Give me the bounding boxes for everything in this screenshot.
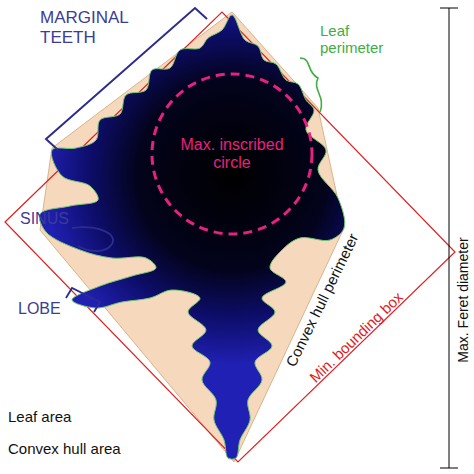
- part-label: Leaf perimeter: [320, 22, 392, 57]
- lobe-bracket: [66, 288, 100, 312]
- min-bounding-box: [5, 12, 455, 462]
- feret-line: [449, 8, 450, 468]
- part-label: MARGINAL TEETH: [40, 8, 152, 47]
- part-label: SINUS: [20, 210, 69, 228]
- convex-hull: [40, 12, 344, 462]
- feret-tick: [440, 8, 458, 9]
- perimeter-bracket: [300, 58, 322, 112]
- leaf-silhouette: [39, 15, 344, 459]
- measure-label: Max. Feret diameter: [455, 237, 471, 362]
- inscribed-circle: Max. inscribed circle: [150, 72, 314, 236]
- feret-tick: [440, 468, 458, 469]
- part-label: LOBE: [18, 300, 61, 318]
- sinus-leader: [72, 227, 113, 251]
- measure-label: Convex hull area: [8, 440, 121, 457]
- measure-label: Leaf area: [8, 408, 71, 425]
- circle-label: Max. inscribed circle: [175, 136, 290, 172]
